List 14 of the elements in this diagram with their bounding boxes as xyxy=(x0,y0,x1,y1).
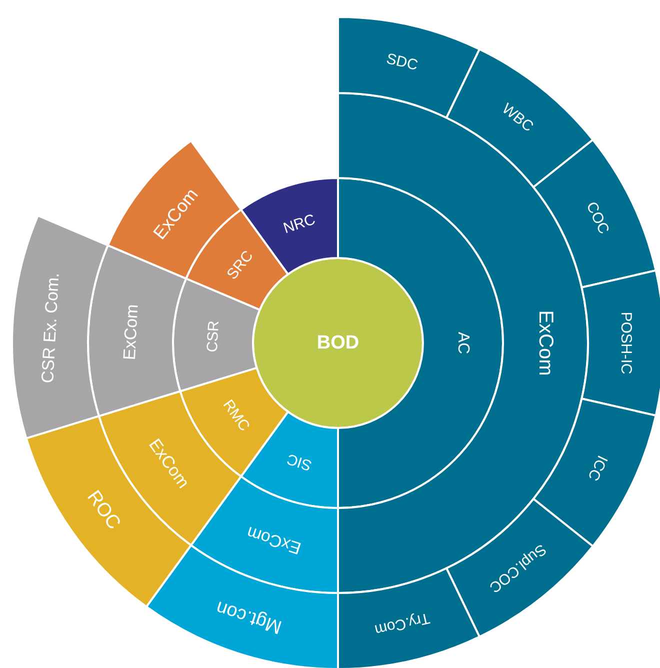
segment-label: Try.Com xyxy=(373,609,432,638)
segment-label: CSR xyxy=(204,320,223,353)
segment-label: CSR Ex. Com. xyxy=(38,272,63,384)
segment-label: ICC xyxy=(584,452,611,484)
segment-label: ExCom xyxy=(534,310,556,376)
segment-label: POSH-IC xyxy=(618,312,634,374)
segment-label: NRC xyxy=(281,211,318,238)
segment-label: AC xyxy=(454,332,472,354)
segment-label: ExCom xyxy=(120,304,142,360)
segment-label: COC xyxy=(582,199,612,237)
center-label: BOD xyxy=(316,332,360,354)
segment-label: SDC xyxy=(384,50,420,74)
segment-label: SIC xyxy=(284,450,314,474)
segment-label: ExCom xyxy=(244,522,304,558)
